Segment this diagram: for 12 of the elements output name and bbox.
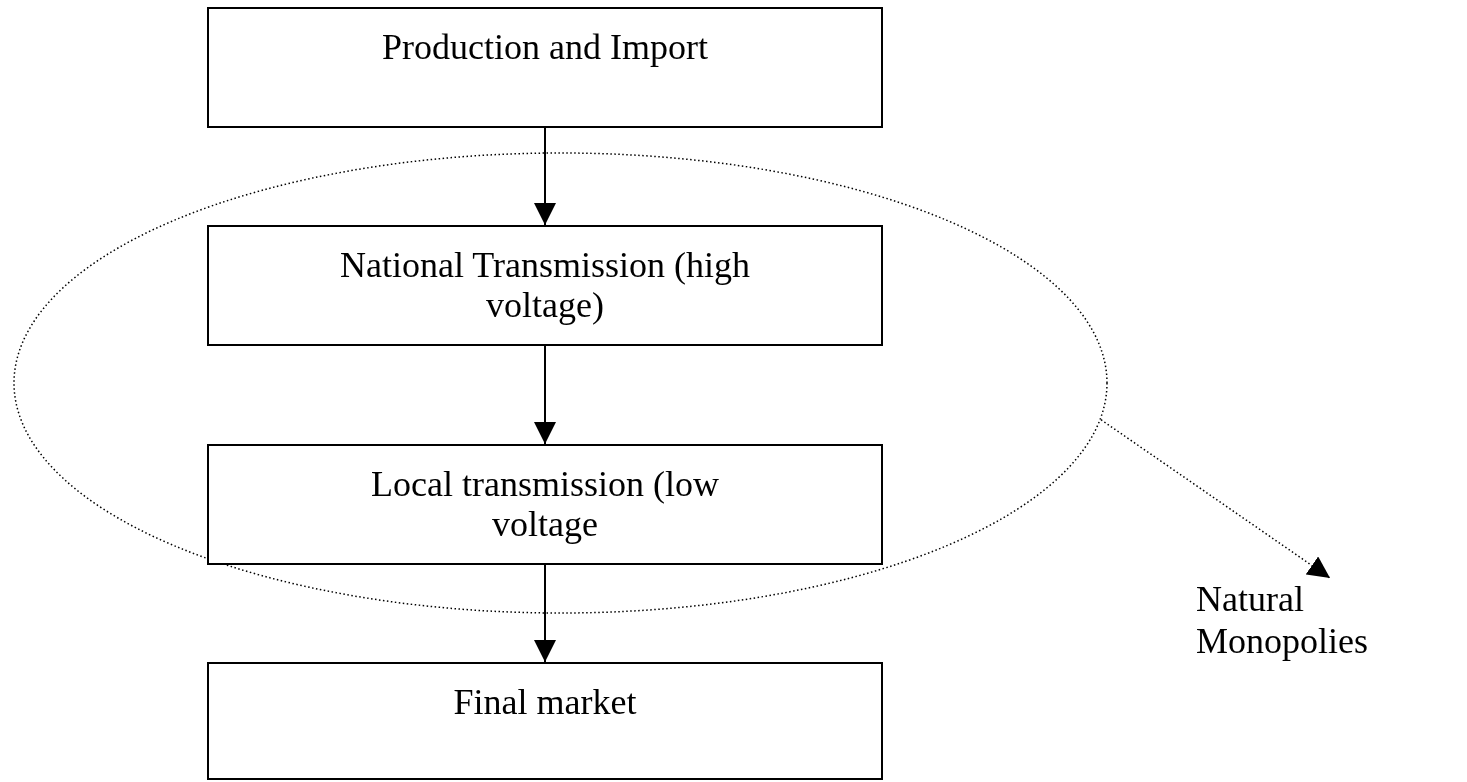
- arrow: [534, 564, 556, 663]
- box-label: Final market: [453, 682, 637, 722]
- box-label: National Transmission (high voltage): [339, 245, 751, 325]
- arrow: [534, 345, 556, 445]
- annotation-text: Natural Monopolies: [1196, 578, 1464, 670]
- arrow: [534, 127, 556, 226]
- arrow: [1100, 419, 1331, 579]
- process-box: [207, 225, 883, 346]
- process-box: [207, 7, 883, 128]
- box-label: Production and Import: [382, 27, 708, 67]
- process-box: [207, 662, 883, 780]
- box-label: Local transmission (low voltage: [370, 464, 720, 544]
